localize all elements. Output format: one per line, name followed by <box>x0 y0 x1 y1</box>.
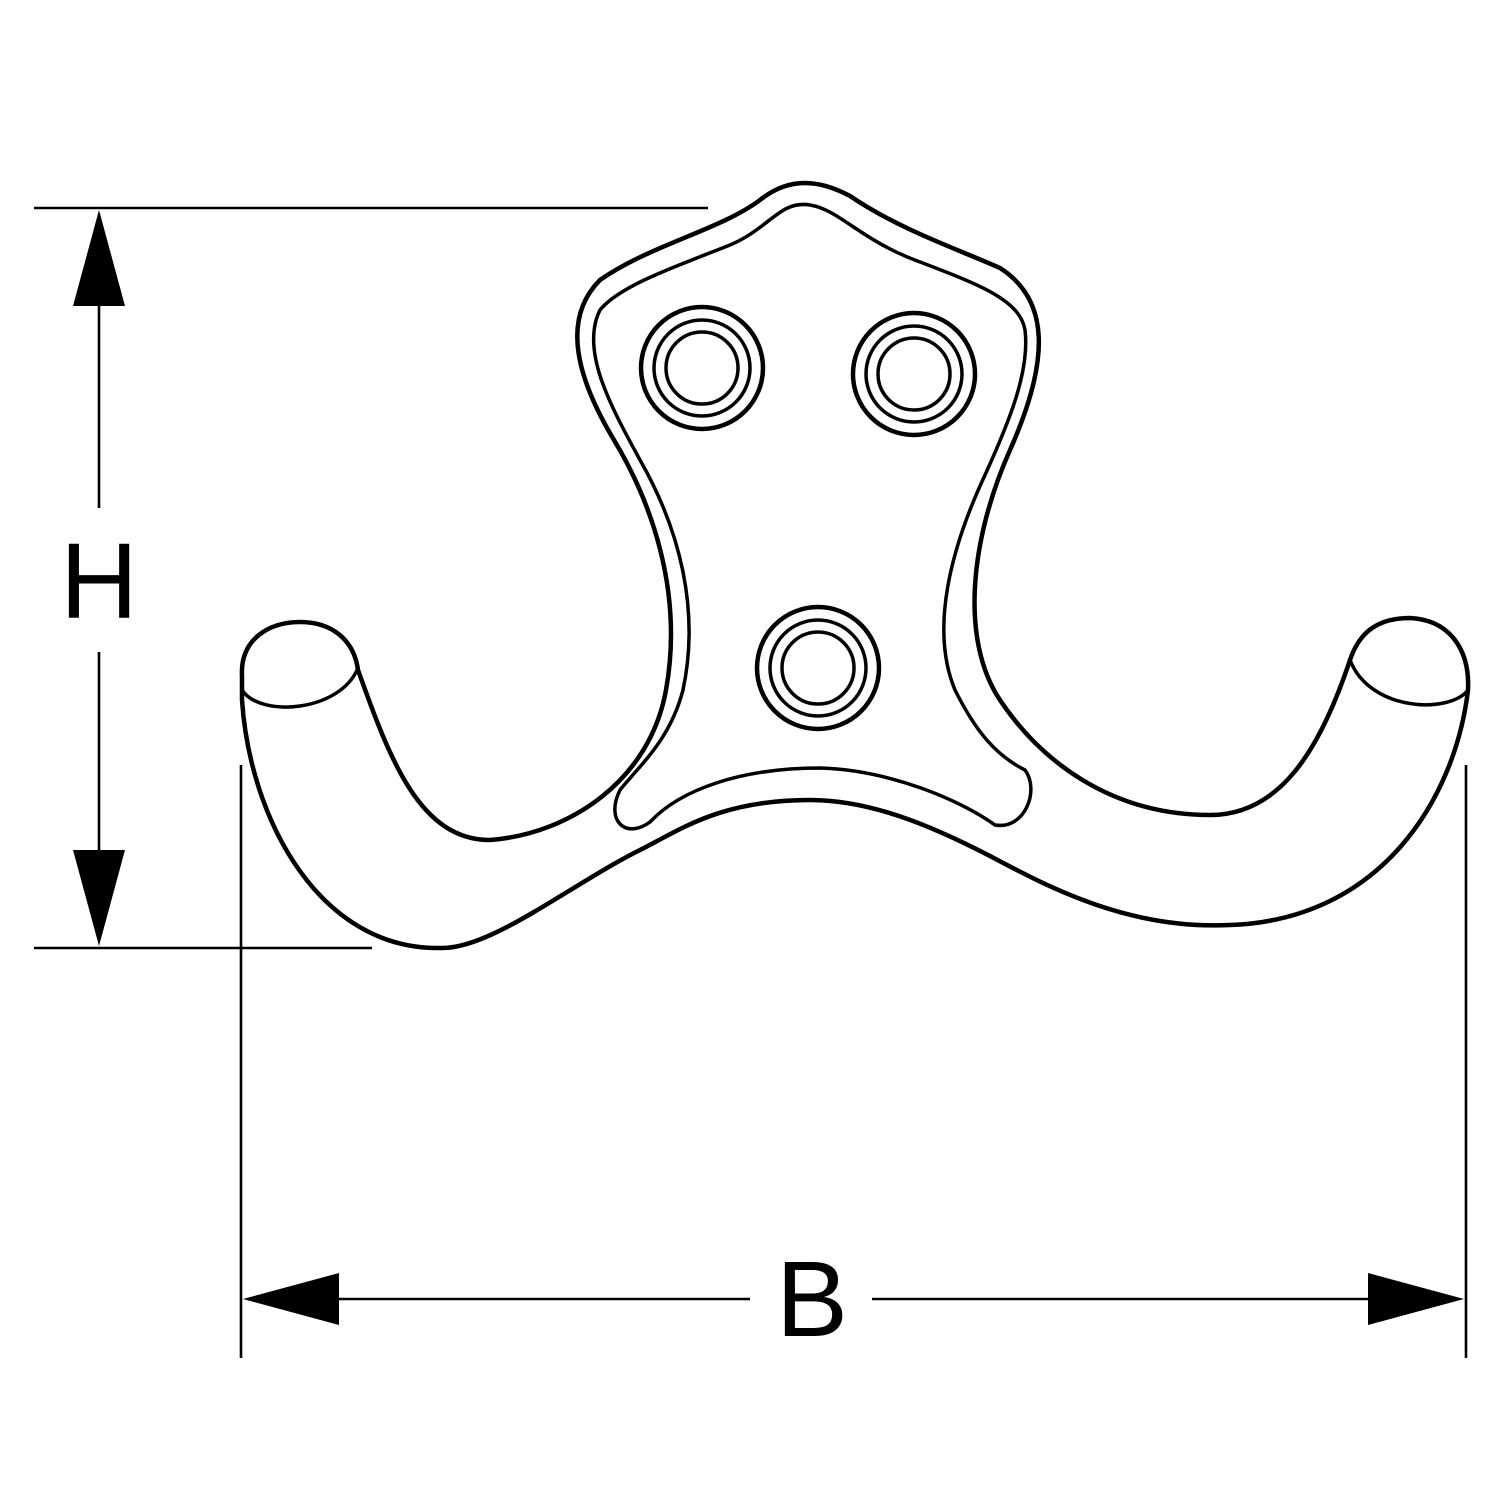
height-arrow-up <box>73 210 125 306</box>
right-hook-tip-cap <box>1348 658 1470 707</box>
backplate-rim <box>591 202 1033 831</box>
screw-hole-top-right <box>850 310 978 438</box>
screw-hole-bottom <box>754 604 882 732</box>
width-dimension: B <box>239 765 1468 1359</box>
screw-hole-top-left <box>638 304 766 432</box>
width-arrow-right <box>1368 1273 1464 1325</box>
hook-outer-outline <box>239 180 1471 951</box>
height-arrow-down <box>73 850 125 946</box>
width-label: B <box>776 1238 848 1359</box>
width-arrow-left <box>243 1273 339 1325</box>
left-hook-tip-cap <box>240 666 360 709</box>
height-dimension: H <box>34 206 708 950</box>
double-hook <box>239 180 1471 951</box>
height-label: H <box>60 520 138 641</box>
